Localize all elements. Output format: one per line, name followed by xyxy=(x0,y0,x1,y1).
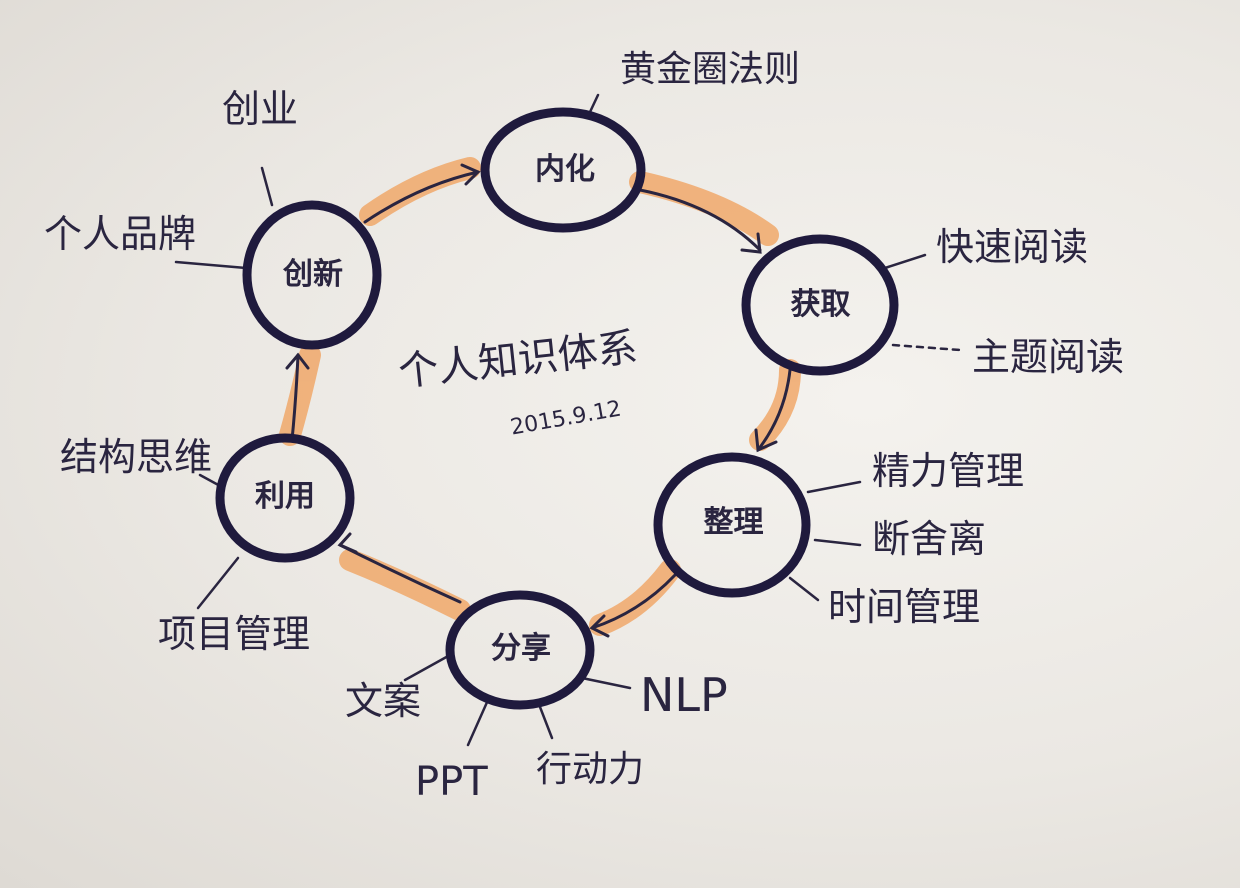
arc-bottom-to-left-lower xyxy=(339,549,471,621)
node-circle-left-lower xyxy=(215,433,355,563)
branch-golden-circle: 黄金圈法则 xyxy=(620,49,801,90)
arc-top-to-right-upper xyxy=(629,171,779,246)
branch-line-topic-reading xyxy=(891,343,962,352)
branch-line-startup xyxy=(260,166,274,207)
arrowhead-top xyxy=(460,163,481,186)
arrow-right-lower-to-bottom xyxy=(590,573,677,630)
branch-energy-mgmt: 精力管理 xyxy=(872,449,1025,493)
arrowhead-left-upper xyxy=(285,352,310,370)
branch-nlp: NLP xyxy=(640,668,728,722)
branch-time-mgmt: 时间管理 xyxy=(828,585,981,629)
arrowhead-right-lower xyxy=(754,428,778,453)
branch-line-declutter xyxy=(813,538,862,547)
branch-action: 行动力 xyxy=(536,749,645,790)
arc-right-upper-to-right-lower xyxy=(749,359,801,451)
arrowhead-right-upper xyxy=(740,232,762,254)
node-circle-left-upper xyxy=(242,200,382,350)
arrow-right-upper-to-right-lower xyxy=(756,368,792,452)
branch-writing: 文案 xyxy=(345,679,422,723)
arrow-left-lower-to-left-upper xyxy=(290,353,300,442)
node-circle-right-lower xyxy=(653,452,811,598)
arrow-left-upper-to-top xyxy=(363,170,480,224)
node-label-right-lower: 整理 xyxy=(703,505,764,540)
branch-line-nlp xyxy=(580,676,632,690)
arc-left-upper-to-top xyxy=(359,157,481,226)
node-label-bottom: 分享 xyxy=(491,631,551,666)
branch-line-energy-mgmt xyxy=(806,480,862,494)
node-label-right-upper: 获取 xyxy=(790,287,851,322)
node-circle-top xyxy=(480,107,646,233)
branch-ppt: PPT xyxy=(415,759,488,805)
node-label-left-upper: 创新 xyxy=(283,257,343,292)
arrow-top-to-right-upper xyxy=(638,188,762,252)
branch-line-writing xyxy=(403,653,452,682)
arc-right-lower-to-bottom xyxy=(589,559,681,636)
arrowhead-bottom xyxy=(589,614,610,638)
branch-line-fast-reading xyxy=(883,253,927,270)
arrowhead-left-lower xyxy=(337,532,358,554)
branch-structured-thinking: 结构思维 xyxy=(60,435,213,479)
branch-lines xyxy=(174,93,962,747)
branch-line-golden-circle xyxy=(588,93,600,114)
node-circle-bottom xyxy=(445,590,595,710)
branch-startup: 创业 xyxy=(222,87,299,131)
branch-fast-reading: 快速阅读 xyxy=(936,225,1089,269)
branch-line-ppt xyxy=(466,698,490,747)
cycle-arrows xyxy=(285,163,792,638)
node-label-top: 内化 xyxy=(535,152,595,187)
branch-personal-brand: 个人品牌 xyxy=(44,212,197,256)
node-label-left-lower: 利用 xyxy=(255,479,315,514)
branch-line-project-mgmt xyxy=(196,556,240,610)
branch-line-time-mgmt xyxy=(788,576,820,602)
branch-declutter: 断舍离 xyxy=(872,517,987,561)
node-circles xyxy=(215,107,899,710)
branch-line-personal-brand xyxy=(174,260,248,270)
branch-line-action xyxy=(538,705,554,740)
branch-topic-reading: 主题阅读 xyxy=(972,335,1125,379)
branch-project-mgmt: 项目管理 xyxy=(158,612,311,656)
node-circle-right-upper xyxy=(741,234,899,376)
